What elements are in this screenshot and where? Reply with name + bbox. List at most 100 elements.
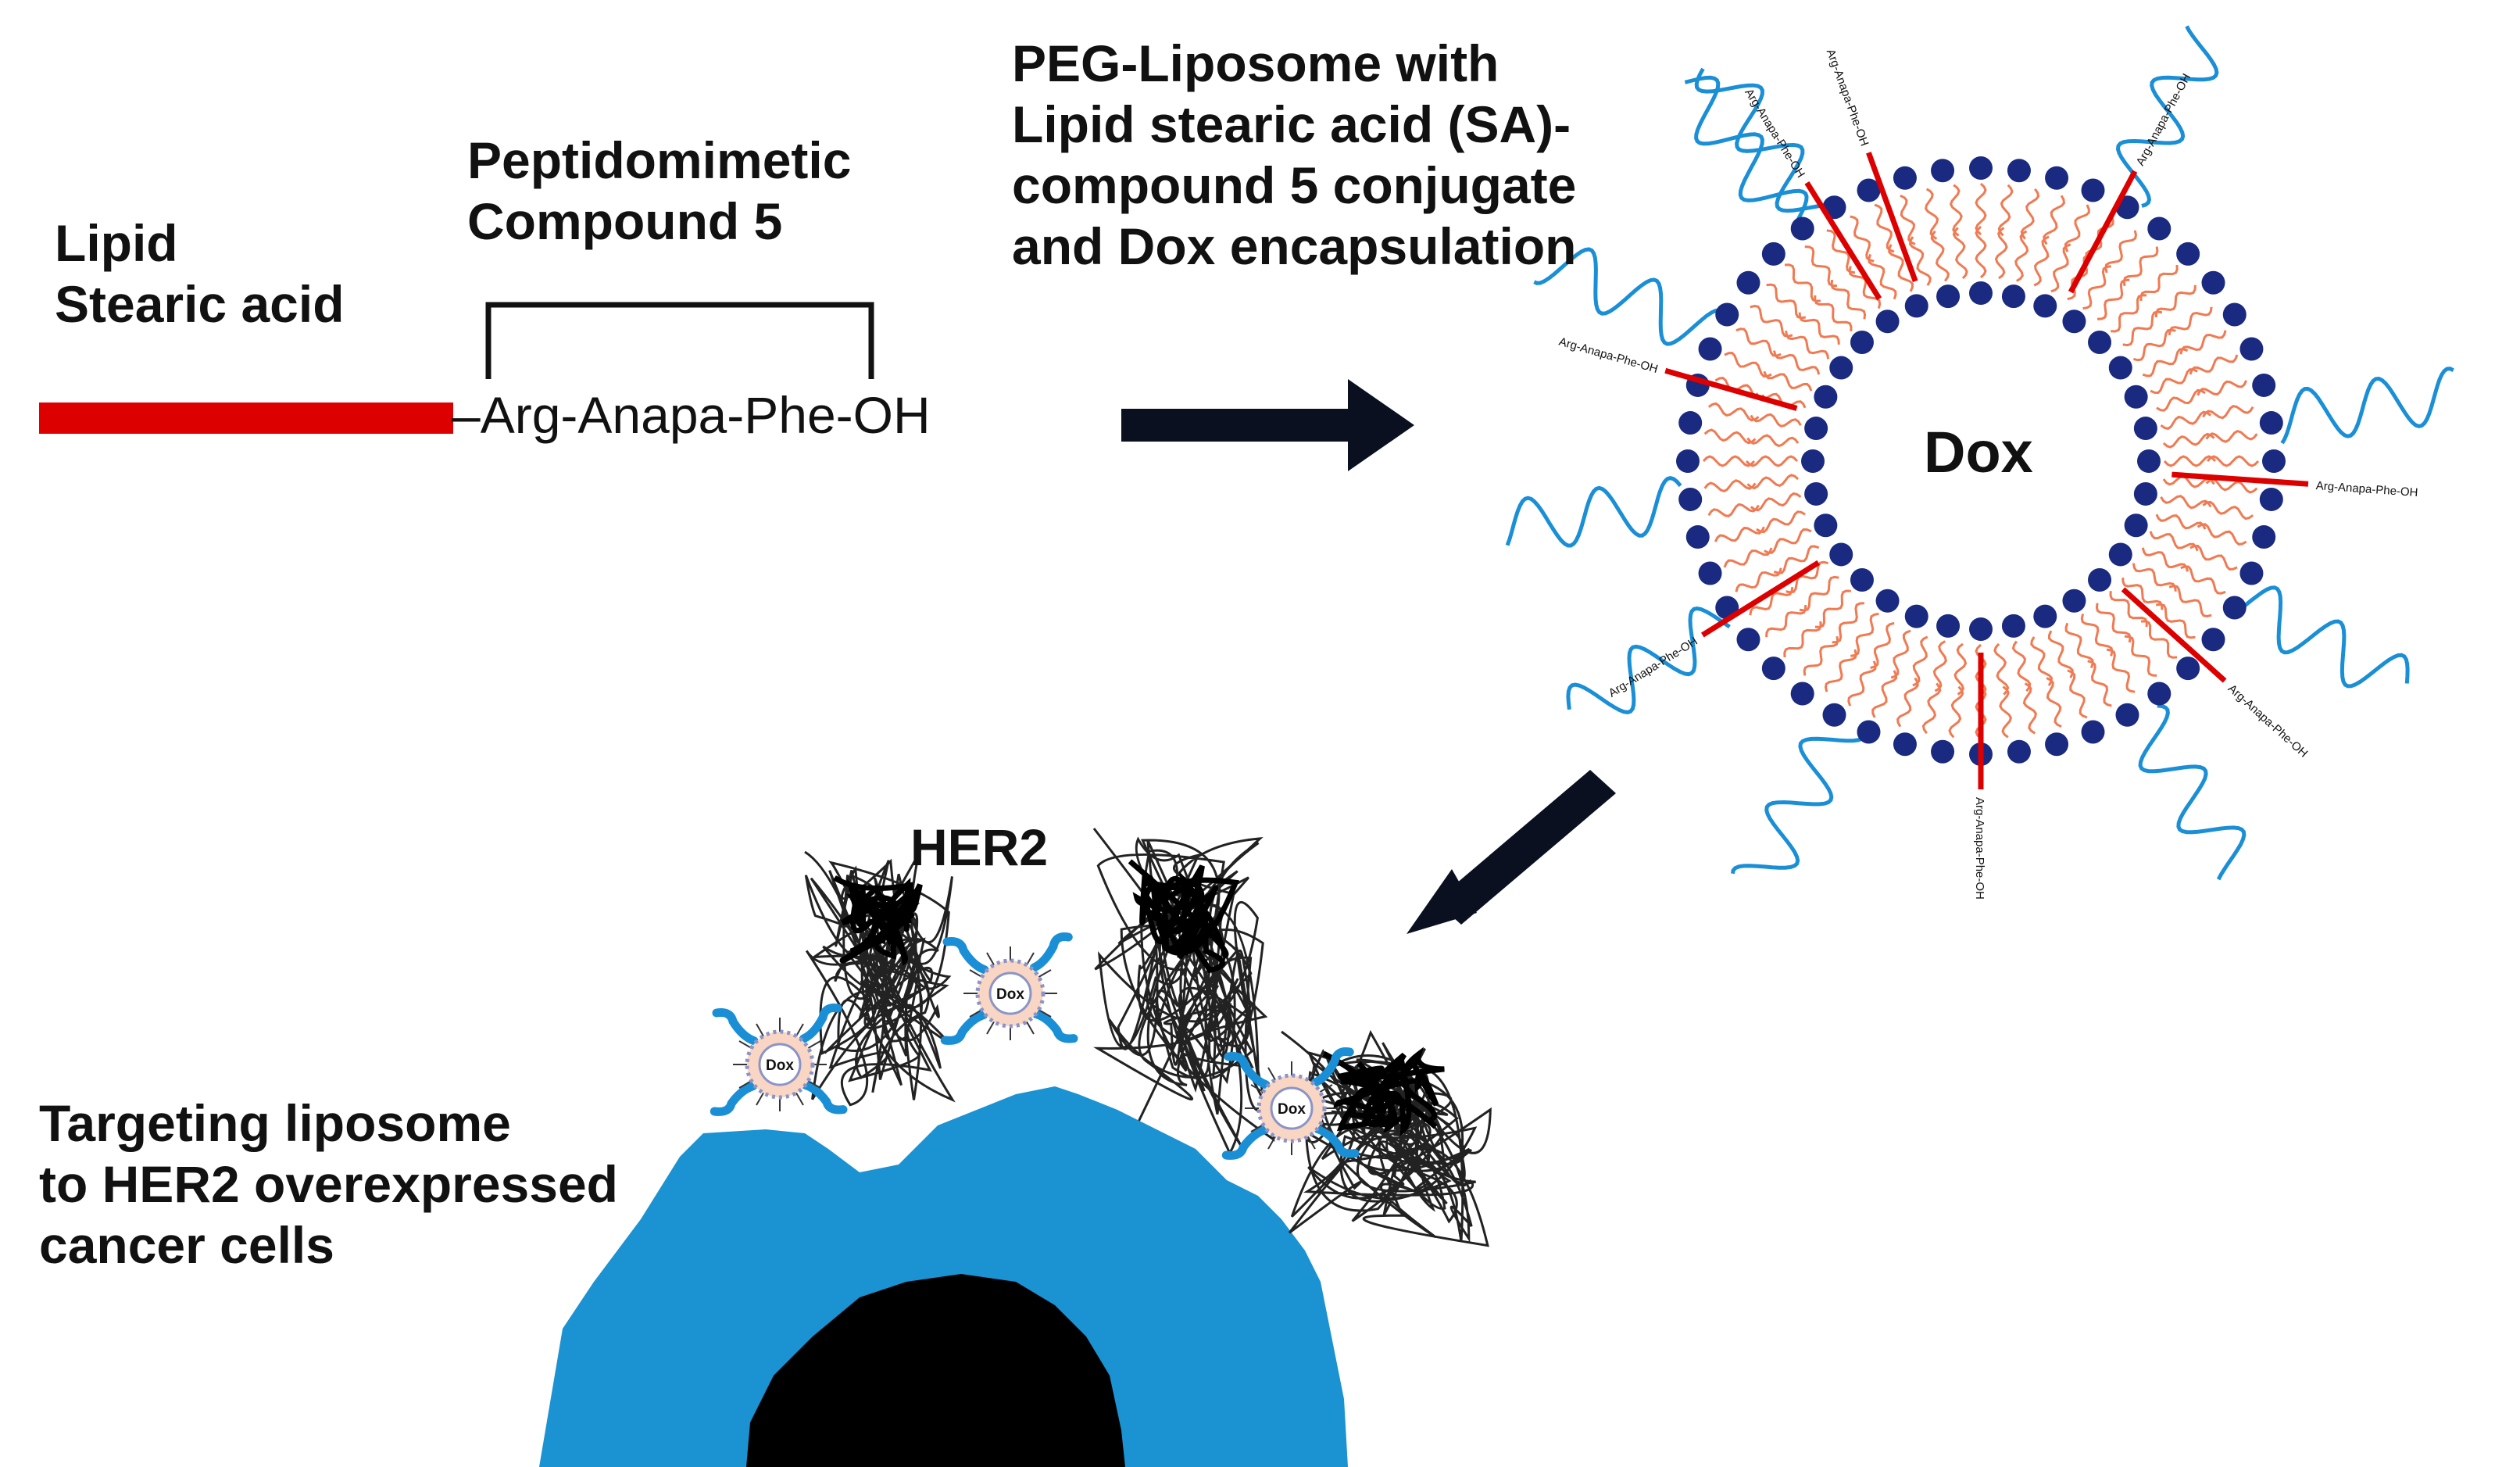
- conjugate-stick: [1700, 560, 1821, 638]
- cell-nucleus: [746, 1274, 1125, 1467]
- lipid-tail: [2124, 635, 2157, 677]
- lipid-tail: [1997, 184, 2014, 237]
- lipid-tail: [1924, 188, 1939, 240]
- lipid-tail: [1953, 642, 1968, 696]
- small-spoke: [795, 1092, 804, 1106]
- conjugate-label: Arg-Anapa-Phe-OH: [1973, 797, 1986, 900]
- head-group: [2252, 525, 2276, 549]
- targeting-label-line-1: Targeting liposome: [39, 1094, 511, 1152]
- small-liposome: Dox: [710, 1004, 848, 1116]
- lipid-tail: [2162, 432, 2215, 449]
- conjugate-label: Arg-Anapa-Phe-OH: [2225, 682, 2311, 760]
- lipid-tail: [2163, 455, 2217, 467]
- lipid-tail: [2205, 429, 2258, 443]
- head-group: [2176, 657, 2200, 681]
- lipid-tail: [1735, 567, 1782, 592]
- lipid-tail: [1890, 629, 1911, 679]
- peptide-sequence: –Arg-Anapa-Phe-OH: [452, 386, 931, 444]
- lipid-tail: [2121, 577, 2164, 610]
- small-liposome: Dox: [940, 932, 1078, 1045]
- head-group: [1715, 302, 1739, 327]
- small-peg: [1221, 1125, 1270, 1160]
- lipid-tail: [1702, 455, 1756, 467]
- lipid-tail: [2030, 636, 2054, 686]
- head-group: [2239, 561, 2264, 585]
- peg-chain: [2243, 585, 2410, 689]
- lipid-tail: [1824, 649, 1857, 692]
- small-spoke: [756, 1092, 764, 1106]
- head-group: [1936, 614, 1961, 638]
- lipid-tail: [1703, 428, 1757, 445]
- small-spoke: [756, 1023, 764, 1037]
- small-core: [1270, 1086, 1314, 1130]
- lipid-tail: [1932, 640, 1947, 692]
- her2-label: HER2: [910, 818, 1049, 876]
- small-spoke: [1038, 969, 1052, 978]
- lipid-tail: [1850, 612, 1879, 657]
- lipid-tail: [1949, 184, 1963, 237]
- small-spoke: [738, 1080, 752, 1089]
- lipid-tail: [1783, 621, 1822, 658]
- compound-label-line-1: Peptidomimetic: [467, 131, 852, 189]
- lipid-tail: [1784, 263, 1821, 302]
- head-group: [1685, 525, 1710, 549]
- lipid-tail: [2050, 243, 2071, 293]
- lipid-label: Lipid Stearic acid: [55, 213, 345, 335]
- head-group: [2108, 356, 2132, 380]
- small-spoke: [795, 1023, 804, 1037]
- head-group: [2222, 596, 2247, 620]
- small-spoke: [986, 1021, 995, 1035]
- lipid-tail: [2149, 531, 2199, 552]
- lipid-tail: [2122, 246, 2159, 286]
- lipid-tail: [1826, 229, 1856, 274]
- head-group: [2259, 487, 2283, 511]
- head-group: [2147, 682, 2171, 706]
- head-group: [1904, 604, 1928, 628]
- lipid-tail: [2206, 455, 2260, 467]
- lipid-tail: [2155, 513, 2207, 530]
- small-spoke: [1267, 1136, 1276, 1150]
- head-group: [2124, 513, 2148, 538]
- lipid-tail: [2132, 563, 2177, 592]
- lipid-tail: [1993, 642, 2010, 696]
- peg-chain: [1731, 736, 1863, 875]
- peg-chain: [1566, 606, 1731, 714]
- head-group: [1857, 178, 1881, 202]
- lipid-tail: [2156, 603, 2196, 639]
- her2-receptors: [804, 828, 1492, 1247]
- head-group: [1678, 487, 1703, 511]
- head-group: [1931, 739, 1955, 764]
- head-group: [1875, 589, 1900, 613]
- lipid-tail: [2047, 630, 2074, 678]
- head-group: [2062, 310, 2086, 334]
- lipid-tail: [1814, 589, 1851, 628]
- head-group: [2007, 159, 2031, 183]
- lipid-tail: [1870, 621, 1895, 670]
- small-spoke: [1026, 1021, 1035, 1035]
- lipid-tail: [1900, 194, 1916, 245]
- small-spoke: [807, 1080, 821, 1089]
- compound-label-line-2: Compound 5: [467, 192, 783, 250]
- lipid-tail: [2122, 310, 2163, 347]
- small-spoke: [1307, 1136, 1316, 1150]
- lipid-tail: [2168, 585, 2212, 618]
- head-group: [1790, 682, 1814, 706]
- head-group: [2222, 302, 2247, 327]
- her2-helix: [1322, 1047, 1445, 1136]
- lipid-tail: [2160, 495, 2212, 510]
- head-group: [2239, 337, 2264, 361]
- lipid-tail: [1888, 244, 1914, 292]
- head-group: [1678, 411, 1703, 435]
- lipid-tail: [1814, 295, 1853, 331]
- head-group: [1875, 310, 1900, 334]
- small-spoke: [738, 1040, 752, 1049]
- lipid-tail: [1707, 402, 1760, 422]
- lipid-tail: [1908, 236, 1932, 286]
- lipid-tail: [1952, 227, 1968, 280]
- head-group: [2137, 449, 2161, 473]
- head-group: [2001, 284, 2025, 309]
- head-group: [1969, 281, 1993, 305]
- her2-ribbon: [804, 850, 956, 1107]
- lipid-tail: [2189, 354, 2239, 375]
- small-peg: [1029, 932, 1073, 972]
